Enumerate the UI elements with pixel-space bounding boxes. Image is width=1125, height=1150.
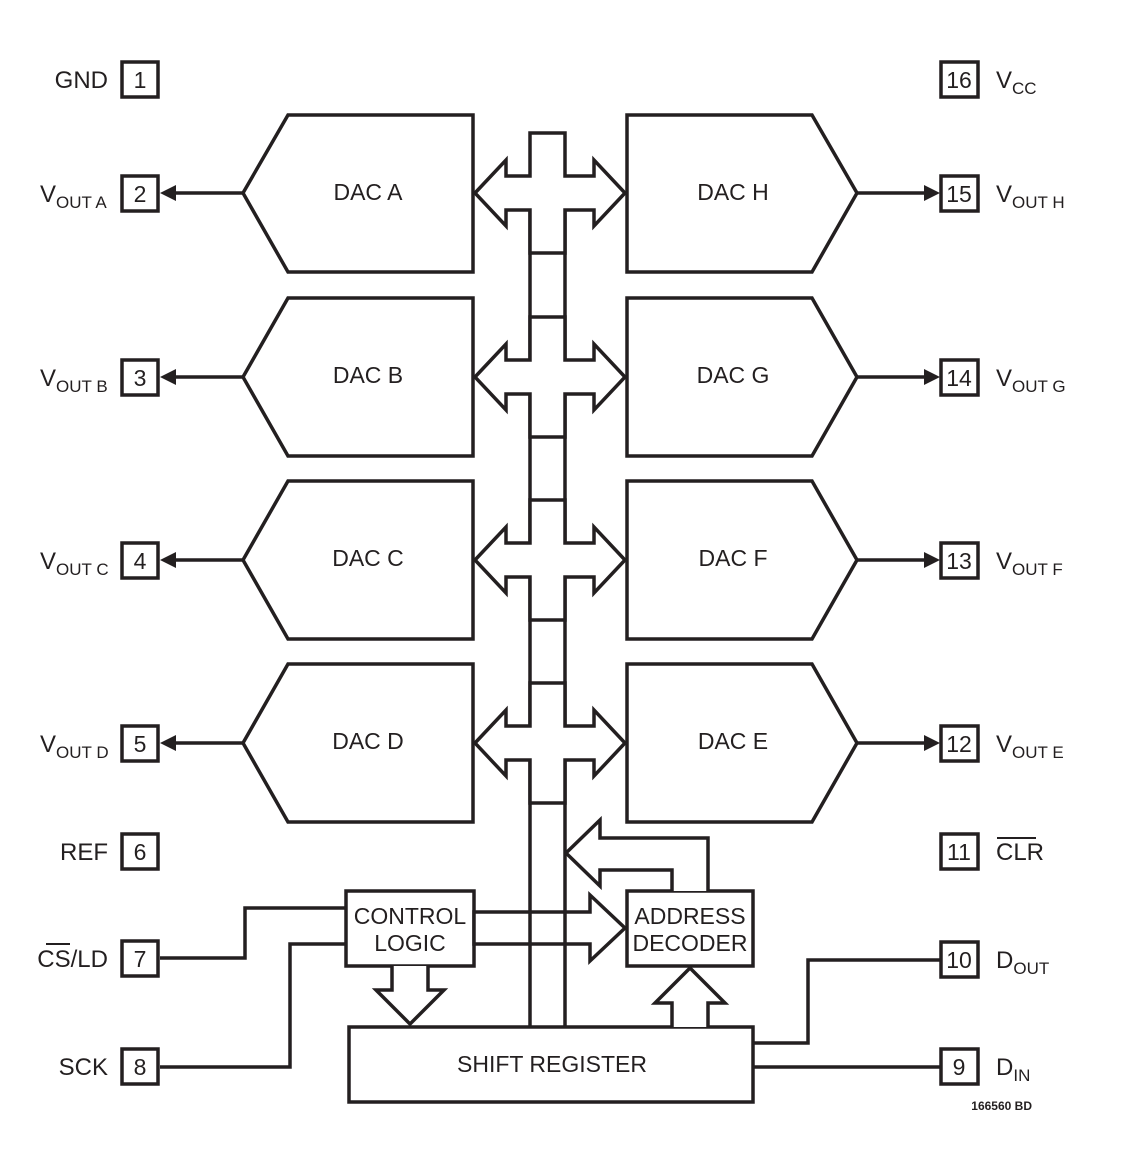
output-lines — [160, 185, 940, 751]
pin-7-label: CS/LD — [37, 946, 108, 973]
pin-4-label: VOUT C — [40, 548, 109, 579]
pin-5: 5 VOUT D — [40, 724, 160, 763]
pin-8: 8 SCK — [59, 1047, 160, 1086]
pin-12-label: VOUT E — [996, 731, 1064, 762]
dac-g-label: DAC G — [697, 362, 770, 388]
dac-e-block: DAC E — [625, 662, 860, 824]
signal-wires — [160, 906, 940, 1069]
bus-arrow-row-2 — [472, 315, 628, 439]
control-logic-block: CONTROL LOGIC — [344, 889, 476, 968]
pins-right: 16 VCC 15 VOUT H 14 VOUT G 13 VOUT F 12 … — [939, 60, 1066, 1086]
dac-f-block: DAC F — [625, 479, 860, 641]
control-to-decoder-arrow — [472, 890, 628, 966]
pin-15-label: VOUT H — [996, 181, 1065, 212]
dac-h-label: DAC H — [697, 179, 769, 205]
bus-arrow-row-4 — [472, 681, 628, 805]
svg-text:16: 16 — [946, 67, 972, 93]
svg-text:13: 13 — [946, 548, 972, 574]
dac-c-block: DAC C — [240, 479, 475, 641]
pin-2-label: VOUT A — [40, 181, 107, 212]
address-decoder-block: ADDRESS DECODER — [625, 889, 755, 968]
control-to-shift-arrow — [371, 966, 449, 1027]
svg-text:3: 3 — [134, 365, 147, 391]
address-decoder-label-2: DECODER — [632, 930, 747, 956]
svg-text:4: 4 — [134, 548, 147, 574]
pin-8-label: SCK — [59, 1054, 108, 1081]
bus-arrow-row-1 — [472, 131, 628, 255]
dac-f-label: DAC F — [699, 545, 768, 571]
shift-register-label: SHIFT REGISTER — [457, 1051, 647, 1077]
pin-13-label: VOUT F — [996, 548, 1063, 579]
dac-b-label: DAC B — [333, 362, 403, 388]
svg-text:8: 8 — [134, 1054, 147, 1080]
pin-16: 16 VCC — [939, 60, 1037, 99]
shift-register-block: SHIFT REGISTER — [347, 1025, 755, 1104]
pin-9: 9 DIN — [939, 1047, 1030, 1086]
pin-6-label: REF — [60, 839, 108, 866]
bus-overlay — [528, 912, 567, 944]
svg-text:10: 10 — [946, 947, 972, 973]
pin-9-label: DIN — [996, 1054, 1030, 1085]
cs-overbar-text: CS — [37, 946, 70, 973]
dac-g-block: DAC G — [625, 296, 860, 458]
dac-h-block: DAC H — [625, 113, 860, 274]
svg-text:2: 2 — [134, 181, 147, 207]
pin-10: 10 DOUT — [939, 940, 1049, 979]
pin-5-label: VOUT D — [40, 731, 109, 762]
control-logic-label-2: LOGIC — [374, 930, 446, 956]
pin-16-label: VCC — [996, 67, 1037, 98]
pins-left: 1 GND 2 VOUT A 3 VOUT B 4 VOUT C 5 VOUT … — [37, 60, 160, 1086]
svg-text:15: 15 — [946, 181, 972, 207]
dac-c-label: DAC C — [332, 545, 404, 571]
svg-text:12: 12 — [946, 731, 972, 757]
pin-11-label: CLR — [996, 839, 1044, 866]
svg-text:6: 6 — [134, 839, 147, 865]
pin-14-label: VOUT G — [996, 365, 1066, 396]
svg-text:5: 5 — [134, 731, 147, 757]
dac-b-block: DAC B — [240, 296, 475, 458]
pin-10-label: DOUT — [996, 947, 1049, 978]
pin-7: 7 CS/LD — [37, 939, 160, 978]
address-decoder-label-1: ADDRESS — [634, 903, 745, 929]
dac-d-label: DAC D — [332, 728, 404, 754]
control-logic-label-1: CONTROL — [354, 903, 467, 929]
pin-1: 1 GND — [55, 60, 160, 99]
pin-2: 2 VOUT A — [40, 174, 160, 213]
svg-text:9: 9 — [953, 1054, 966, 1080]
svg-text:11: 11 — [947, 839, 971, 865]
svg-text:7: 7 — [134, 946, 147, 972]
shift-to-decoder-arrow — [650, 965, 730, 1027]
pin-12: 12 VOUT E — [939, 724, 1064, 763]
pin-3-label: VOUT B — [40, 365, 108, 396]
svg-text:14: 14 — [946, 365, 972, 391]
pin-13: 13 VOUT F — [939, 541, 1063, 580]
bus-arrows — [472, 131, 628, 805]
dac-a-label: DAC A — [333, 179, 403, 205]
pin-15: 15 VOUT H — [939, 174, 1065, 213]
pin-1-label: GND — [55, 67, 108, 94]
dac-e-label: DAC E — [698, 728, 768, 754]
figure-id: 166560 BD — [971, 1099, 1032, 1113]
pin-14: 14 VOUT G — [939, 358, 1066, 397]
bus-arrow-row-3 — [472, 498, 628, 622]
dac-a-block: DAC A — [240, 113, 475, 274]
pin-4: 4 VOUT C — [40, 541, 160, 580]
dac-d-block: DAC D — [240, 662, 475, 824]
svg-text:1: 1 — [134, 67, 147, 93]
decoder-to-bus-arrow — [563, 815, 710, 891]
pin-11: 11 CLR — [939, 832, 1044, 871]
pin-6: 6 REF — [60, 832, 160, 871]
pin-3: 3 VOUT B — [40, 358, 160, 397]
